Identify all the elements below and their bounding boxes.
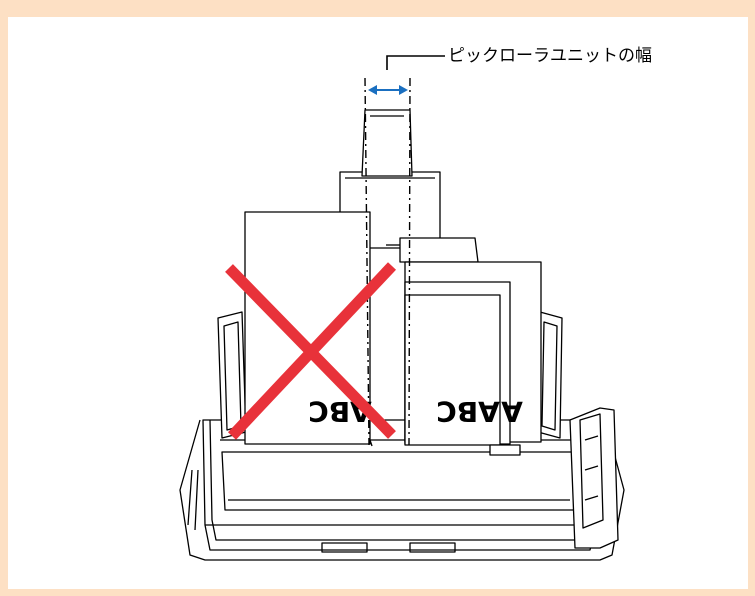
scanner-side-panel xyxy=(569,407,619,549)
callout-leader-line xyxy=(386,55,445,70)
paper-right-text: ABC xyxy=(436,395,500,428)
paper-right-back-glyph: A xyxy=(501,395,523,428)
cross-mark-icon xyxy=(225,262,397,440)
pick-roller-width-lines xyxy=(364,77,411,446)
paper-right xyxy=(404,261,542,446)
pick-roller-width-label: ピックローラユニットの幅 xyxy=(448,46,652,66)
scanner-button xyxy=(489,444,521,456)
double-arrow-icon xyxy=(368,85,408,95)
